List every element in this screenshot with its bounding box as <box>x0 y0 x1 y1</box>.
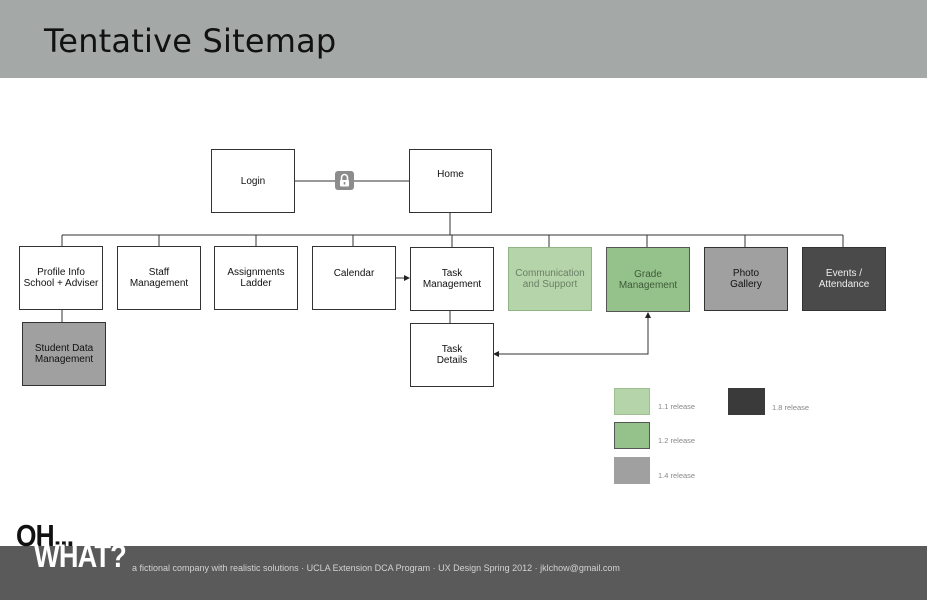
legend-label-1-8: 1.8 release <box>772 403 810 412</box>
node-login[interactable]: Login <box>211 149 295 213</box>
node-grade-management-label: Grade Management <box>618 268 678 291</box>
legend-swatch-1-4 <box>614 457 650 484</box>
arrow-details-grade <box>494 312 651 355</box>
legend-label-1-2: 1.2 release <box>658 436 696 445</box>
node-login-label: Login <box>240 175 266 187</box>
node-calendar[interactable]: Calendar <box>312 246 396 310</box>
node-task-details-label: Task Details <box>436 344 468 366</box>
node-staff-management-label: Staff Management <box>129 267 189 289</box>
node-task-management[interactable]: Task Management <box>410 247 494 311</box>
header-bar <box>0 0 927 78</box>
node-photo-gallery-label: Photo Gallery <box>730 268 762 290</box>
node-home[interactable]: Home <box>409 149 492 213</box>
legend-swatch-1-8 <box>728 388 765 415</box>
node-assignments-ladder[interactable]: Assignments Ladder <box>214 246 298 310</box>
node-task-details[interactable]: Task Details <box>410 323 494 387</box>
node-calendar-label: Calendar <box>333 267 375 279</box>
footer-bar <box>0 546 927 600</box>
node-events-attendance-label: Events / Attendance <box>818 268 870 290</box>
node-assignments-ladder-label: Assignments Ladder <box>227 267 285 289</box>
node-grade-management[interactable]: Grade Management <box>606 247 690 312</box>
legend-label-1-4: 1.4 release <box>658 471 696 480</box>
node-communication-support-label: Communication and Support <box>515 268 585 290</box>
logo-line-2: WHAT? <box>34 538 127 574</box>
footer-tagline: a fictional company with realistic solut… <box>132 563 620 573</box>
page-title: Tentative Sitemap <box>44 22 337 60</box>
node-profile-info-label: Profile Info School + Adviser <box>23 267 99 289</box>
lock-icon <box>335 171 354 190</box>
node-task-management-label: Task Management <box>422 268 482 290</box>
node-home-label: Home <box>437 168 464 180</box>
legend-label-1-1: 1.1 release <box>658 402 696 411</box>
node-student-data-management-label: Student Data Management <box>34 343 94 365</box>
node-photo-gallery[interactable]: Photo Gallery <box>704 247 788 311</box>
node-events-attendance[interactable]: Events / Attendance <box>802 247 886 311</box>
node-student-data-management[interactable]: Student Data Management <box>22 322 106 386</box>
logo-line-1: OH... <box>16 518 74 553</box>
node-communication-support[interactable]: Communication and Support <box>508 247 592 311</box>
legend-swatch-1-2 <box>614 422 650 449</box>
legend-swatch-1-1 <box>614 388 650 415</box>
node-profile-info[interactable]: Profile Info School + Adviser <box>19 246 103 310</box>
node-staff-management[interactable]: Staff Management <box>117 246 201 310</box>
